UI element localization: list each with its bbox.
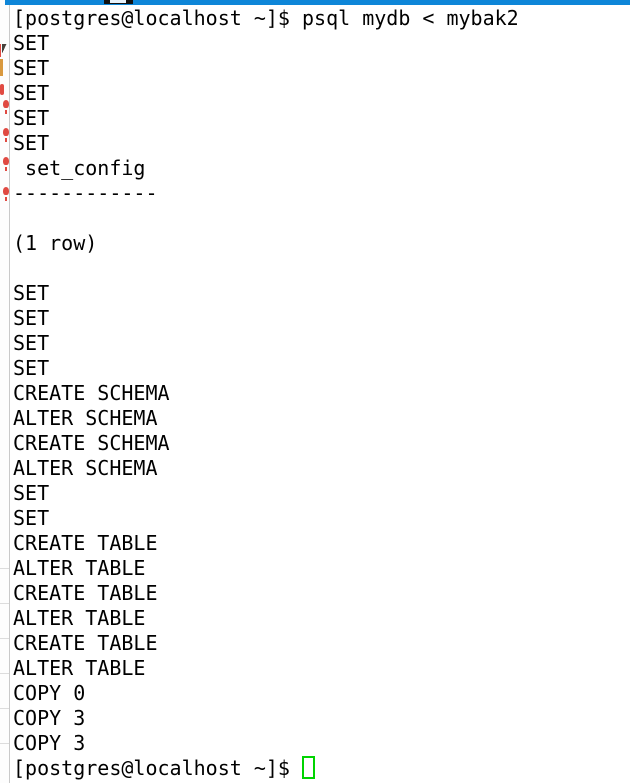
terminal-line: CREATE TABLE: [13, 581, 158, 605]
terminal-line: SET: [13, 106, 50, 130]
sliver-red-dot: [3, 128, 9, 136]
terminal-prompt-line: [postgres@localhost ~]$: [13, 756, 625, 781]
terminal-cursor[interactable]: [301, 756, 315, 779]
terminal-line: SET: [13, 81, 50, 105]
sliver-red-tick: [5, 110, 7, 114]
terminal-line: CREATE SCHEMA: [13, 431, 170, 455]
terminal-line: SET: [13, 306, 50, 330]
terminal-result-header: set_config: [13, 156, 146, 180]
sliver-red-mark: [0, 44, 1, 57]
sliver-red-dot: [3, 100, 9, 108]
sliver-row-divider: [0, 708, 9, 709]
sliver-row-divider: [0, 568, 9, 569]
terminal-line: SET: [13, 31, 50, 55]
terminal-line: COPY 3: [13, 706, 86, 730]
terminal-line: SET: [13, 506, 50, 530]
sliver-red-mark: [0, 84, 4, 95]
terminal-result-separator: ------------: [13, 181, 158, 205]
window-edge-tab-notch-inner: [110, 0, 126, 3]
terminal-blank-line: [13, 256, 625, 281]
terminal-line: COPY 0: [13, 681, 86, 705]
terminal-prompt: [postgres@localhost ~]$: [13, 756, 290, 780]
terminal-blank-line: [13, 206, 625, 231]
window-edge-tab-notch: [104, 0, 133, 4]
terminal-line: COPY 3: [13, 731, 86, 755]
sliver-red-tick: [5, 197, 7, 201]
sliver-row-divider: [0, 743, 9, 744]
terminal-command-line: [postgres@localhost ~]$ psql mydb < myba…: [13, 6, 519, 30]
terminal-line: SET: [13, 131, 50, 155]
terminal-line: ALTER SCHEMA: [13, 456, 158, 480]
terminal-line: SET: [13, 56, 50, 80]
terminal-row-count: (1 row): [13, 231, 98, 255]
terminal-line: ALTER TABLE: [13, 656, 146, 680]
terminal-line: ALTER TABLE: [13, 556, 146, 580]
sliver-row-divider: [0, 603, 9, 604]
sliver-red-tick: [5, 138, 7, 142]
terminal-line: CREATE TABLE: [13, 631, 158, 655]
sliver-red-dot: [3, 187, 9, 195]
sliver-red-tick: [5, 167, 7, 171]
terminal-output-area[interactable]: [postgres@localhost ~]$ psql mydb < myba…: [13, 6, 625, 783]
terminal-line: ALTER TABLE: [13, 606, 146, 630]
sliver-red-dot: [3, 157, 9, 165]
terminal-line: ALTER SCHEMA: [13, 406, 158, 430]
terminal-line: CREATE TABLE: [13, 531, 158, 555]
background-window-sliver: [0, 0, 10, 783]
terminal-line: SET: [13, 481, 50, 505]
terminal-line: SET: [13, 331, 50, 355]
sliver-orange-mark: [0, 59, 3, 76]
window-edge-bar: [5, 0, 630, 5]
terminal-line: SET: [13, 356, 50, 380]
terminal-line: CREATE SCHEMA: [13, 381, 170, 405]
sliver-glyph-fragment: [2, 44, 7, 57]
sliver-row-divider: [0, 673, 9, 674]
sliver-row-divider: [0, 638, 9, 639]
terminal-line: SET: [13, 281, 50, 305]
